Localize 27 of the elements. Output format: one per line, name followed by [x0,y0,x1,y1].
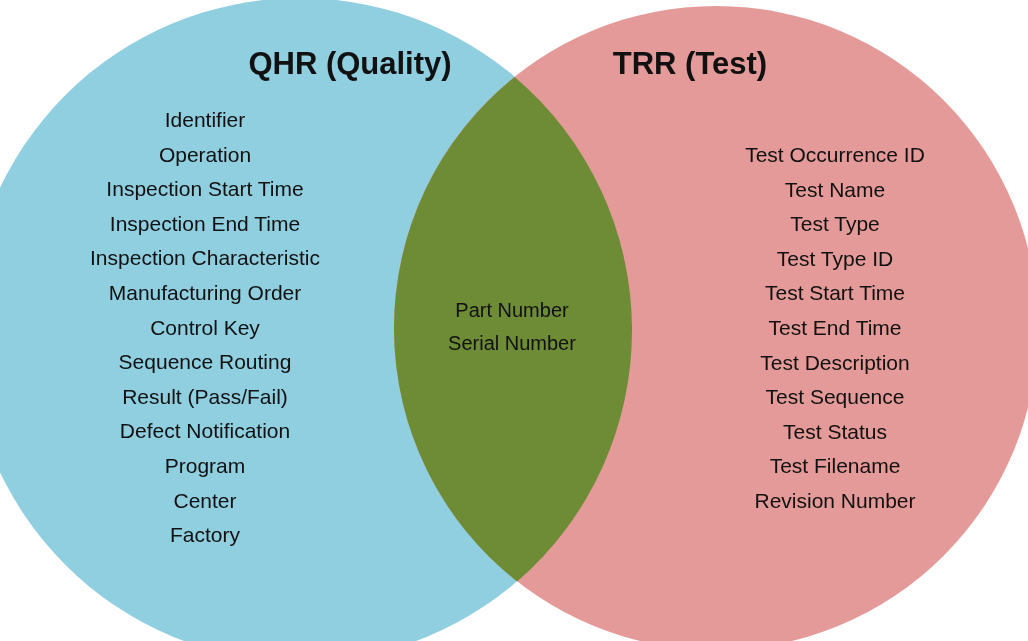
attribute-label: Test Name [784,176,886,203]
attribute-label: Defect Notification [119,418,291,445]
attribute-label: Test Type ID [776,245,894,272]
attribute-label: Test Sequence [765,384,905,411]
attribute-label: Test Start Time [765,280,905,307]
attribute-label: Inspection End Time [109,210,301,237]
attribute-label: Test Description [760,349,910,376]
attribute-label: Factory [170,522,240,549]
attribute-label: Control Key [150,314,260,341]
attribute-label: Result (Pass/Fail) [122,383,288,410]
attribute-label: Test End Time [768,315,902,341]
attribute-label: Revision Number [754,488,916,514]
attribute-label: Program [164,453,246,479]
attribute-label: Manufacturing Order [108,280,302,306]
attribute-label: Inspection Start Time [106,176,304,203]
attribute-label: Identifier [164,107,246,133]
attribute-label: Test Type [790,211,880,238]
attribute-label: Operation [158,141,252,168]
attribute-label: Inspection Characteristic [90,245,320,272]
attribute-label: Test Status [783,418,887,445]
attribute-label: Center [173,487,237,514]
set-heading: TRR (Test) [611,45,769,83]
attribute-label: Test Occurrence ID [745,142,925,168]
attribute-label: Sequence Routing [118,349,292,376]
attribute-label: Test Filename [769,453,901,480]
set-heading: QHR (Quality) [247,45,453,83]
shared-attribute-label: Part Number Serial Number [447,298,577,356]
